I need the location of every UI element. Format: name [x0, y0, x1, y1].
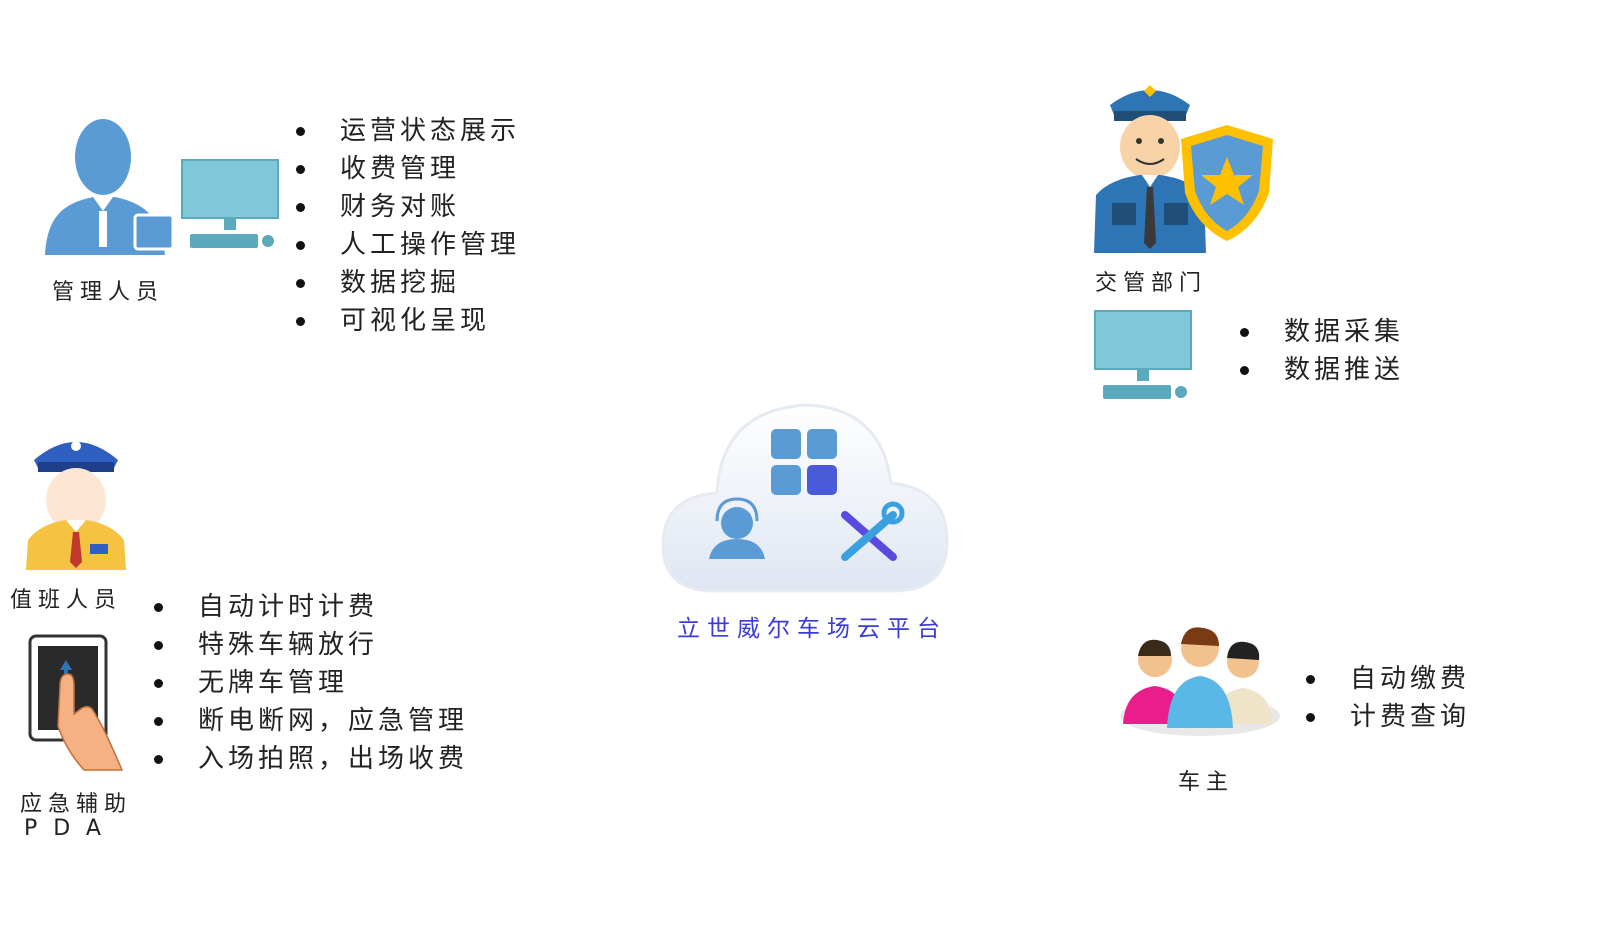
pda-hand-icon — [28, 634, 124, 771]
owner-group: 车主 自动缴费 计费查询 — [1110, 620, 1490, 800]
list-item: 人工操作管理 — [296, 226, 520, 264]
attendant-group: 值班人员 应急辅助 PDA 自动计时计费 特殊车辆放行 无牌车管理 断电断网，应… — [10, 430, 490, 841]
manager-person-icon — [45, 119, 175, 255]
list-item: 可视化呈现 — [296, 302, 520, 340]
traffic-label: 交管部门 — [1095, 271, 1208, 296]
shield-star-icon — [1181, 125, 1273, 241]
cloud-platform: 立世威尔车场云平台 — [655, 395, 965, 645]
list-item: 自动缴费 — [1306, 660, 1470, 698]
pda-label-line2: PDA — [24, 816, 117, 841]
cloud-platform-title: 立世威尔车场云平台 — [677, 616, 947, 642]
attendant-label: 值班人员 — [10, 588, 123, 613]
list-item: 计费查询 — [1306, 698, 1470, 736]
owner-label: 车主 — [1178, 770, 1235, 795]
cloud-platform-icon — [661, 403, 949, 593]
list-item: 收费管理 — [296, 150, 520, 188]
police-officer-icon — [1094, 85, 1206, 253]
list-item: 断电断网，应急管理 — [154, 702, 468, 740]
owner-function-list: 自动缴费 计费查询 — [1306, 660, 1470, 736]
monitor-icon — [1094, 310, 1192, 399]
attendant-function-list: 自动计时计费 特殊车辆放行 无牌车管理 断电断网，应急管理 入场拍照，出场收费 — [154, 588, 468, 778]
pda-label-line1: 应急辅助 — [20, 792, 133, 817]
traffic-group: 交管部门 数据采集 数据推送 — [1085, 75, 1445, 415]
manager-function-list: 运营状态展示 收费管理 财务对账 人工操作管理 数据挖掘 可视化呈现 — [296, 112, 520, 340]
attendant-icon — [26, 441, 126, 570]
list-item: 特殊车辆放行 — [154, 626, 468, 664]
monitor-icon — [181, 159, 279, 248]
list-item: 运营状态展示 — [296, 112, 520, 150]
list-item: 数据挖掘 — [296, 264, 520, 302]
list-item: 无牌车管理 — [154, 664, 468, 702]
list-item: 数据推送 — [1240, 351, 1404, 389]
manager-group: 管理人员 运营状态展示 收费管理 财务对账 人工操作管理 数据挖掘 可视化呈现 — [30, 110, 530, 350]
list-item: 数据采集 — [1240, 313, 1404, 351]
manager-label: 管理人员 — [52, 280, 165, 305]
list-item: 财务对账 — [296, 188, 520, 226]
traffic-function-list: 数据采集 数据推送 — [1240, 313, 1404, 389]
list-item: 入场拍照，出场收费 — [154, 740, 468, 778]
car-owners-icon — [1120, 627, 1280, 736]
list-item: 自动计时计费 — [154, 588, 468, 626]
